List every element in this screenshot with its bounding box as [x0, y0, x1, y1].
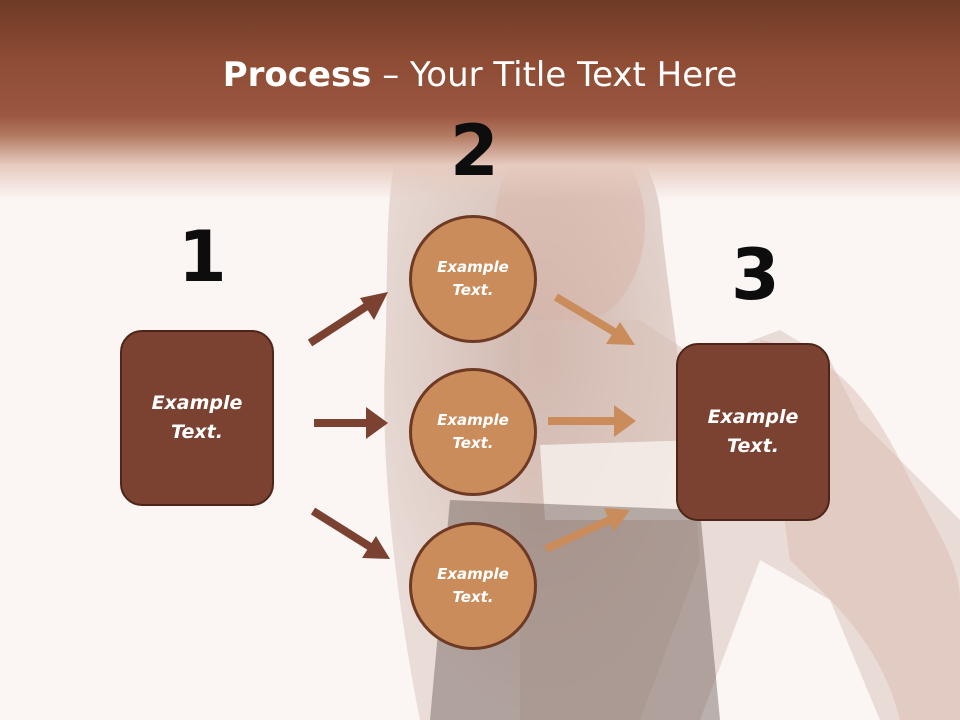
arrow-to-circle-bottom: [310, 507, 390, 559]
circle-middle-text: Example Text.: [437, 411, 509, 452]
arrow-from-circle-bottom: [544, 508, 630, 553]
step-3-text: Example Text.: [707, 406, 799, 457]
step-2-circle-middle: Example Text.: [409, 368, 537, 496]
step-number-3: 3: [731, 234, 780, 316]
header-band: [0, 0, 960, 200]
arrow-from-circle-top: [553, 293, 635, 345]
step-2-circle-top: Example Text.: [409, 215, 537, 343]
arrow-to-circle-top: [307, 292, 388, 347]
circle-top-text: Example Text.: [437, 258, 509, 299]
arrow-to-circle-middle: [314, 407, 388, 439]
step-1-text: Example Text.: [151, 392, 243, 443]
step-number-2: 2: [450, 110, 499, 192]
arrow-from-circle-middle: [548, 405, 636, 437]
step-3-box: Example Text.: [676, 343, 830, 521]
slide-title: Process – Your Title Text Here: [0, 54, 960, 96]
title-rest: – Your Title Text Here: [371, 55, 738, 95]
step-1-box: Example Text.: [120, 330, 274, 506]
circle-bottom-text: Example Text.: [437, 565, 509, 606]
step-number-1: 1: [178, 216, 227, 298]
title-bold: Process: [222, 55, 372, 95]
step-2-circle-bottom: Example Text.: [409, 522, 537, 650]
